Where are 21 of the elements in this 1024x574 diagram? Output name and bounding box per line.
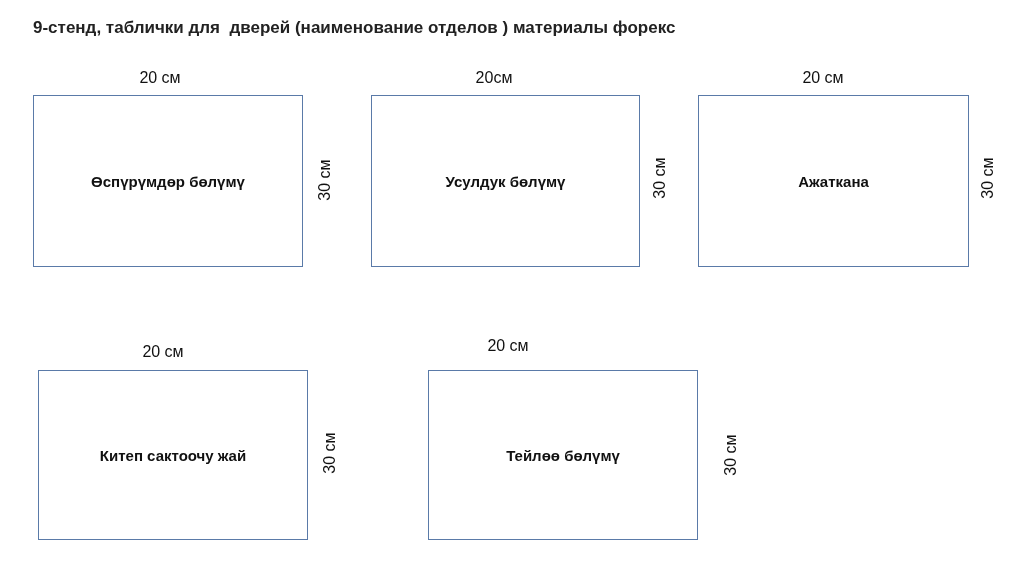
dimension-label: 20 см (487, 337, 529, 355)
dimension-label: 30 см (979, 157, 997, 199)
sign-text: Ажаткана (798, 172, 869, 190)
dimension-label: 30 см (651, 157, 669, 199)
door-sign-box (38, 370, 308, 540)
sign-text: Китеп сактоочу жай (99, 446, 247, 464)
dimension-label: 20 см (139, 69, 181, 87)
dimension-label: 30 см (321, 432, 339, 474)
sign-text: Тейлөө бөлүмү (506, 446, 620, 464)
sign-text: Усулдук бөлүмү (445, 172, 566, 190)
dimension-label: 20 см (142, 343, 184, 361)
sign-text: Өспүрүмдөр бөлүмү (91, 172, 245, 190)
door-sign-box (371, 95, 640, 267)
title: 9-стенд, таблички для дверей (наименование отделов ) материалы форекс (33, 18, 676, 38)
dimension-label: 20 см (802, 69, 844, 87)
dimension-label: 30 см (722, 434, 740, 476)
door-sign-box (698, 95, 969, 267)
dimension-label: 20см (475, 69, 513, 87)
door-sign-box (428, 370, 698, 540)
dimension-label: 30 см (316, 159, 334, 201)
door-sign-box (33, 95, 303, 267)
